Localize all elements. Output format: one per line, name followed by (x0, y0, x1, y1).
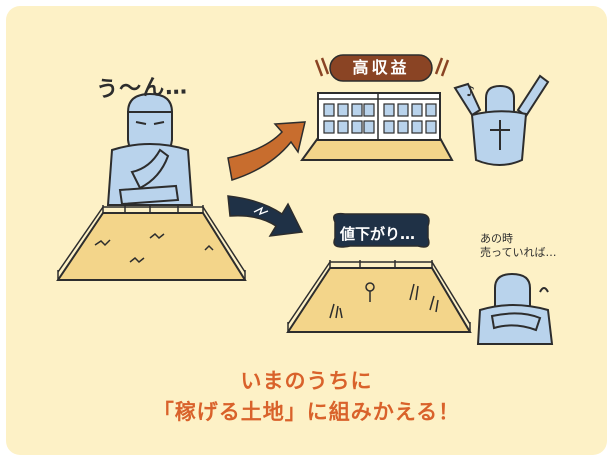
caption-line-2: 「稼げる土地」に組みかえる！ (152, 400, 461, 424)
thinking-speech: う〜ん… (95, 74, 189, 103)
down-arrow (227, 195, 304, 237)
left-land-plot (56, 205, 247, 281)
thinking-man (106, 92, 194, 206)
price-decline-label: 値下がり… (340, 225, 416, 243)
caption-line-1: いまのうちに (240, 369, 373, 393)
svg-text:♪: ♪ (466, 84, 475, 100)
high-income-scene (300, 54, 454, 161)
up-arrow (227, 121, 306, 181)
cheering-man: ♪ (453, 74, 550, 166)
high-income-banner (329, 54, 433, 82)
decline-scene (286, 212, 472, 333)
high-income-label: 高収益 (352, 58, 410, 77)
regretful-man (476, 272, 554, 345)
regret-line-2: 売っていれば… (480, 246, 557, 259)
decline-bubble (333, 212, 430, 248)
regret-line-1: あの時 (480, 232, 513, 245)
regret-speech: あの時 売っていれば… (480, 232, 570, 260)
